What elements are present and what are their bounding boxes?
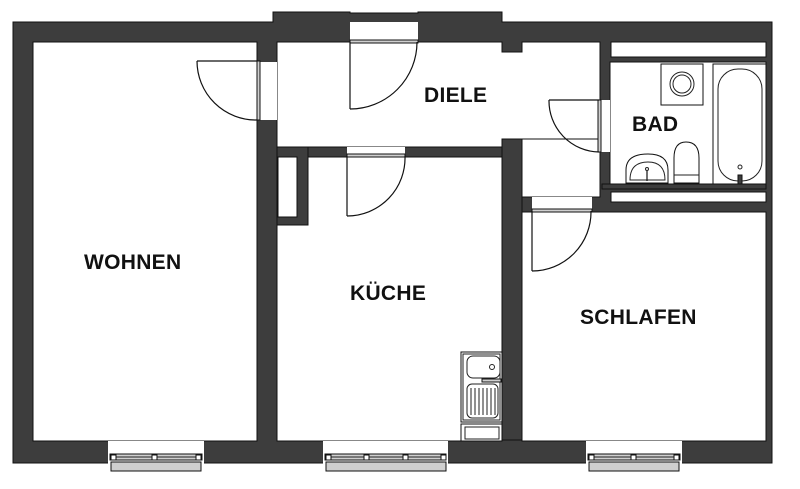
room-label-diele: DIELE <box>424 84 488 107</box>
diele-pier-right <box>501 138 523 441</box>
bad-shelf-line <box>601 183 767 190</box>
entrance-door-opening <box>350 22 418 42</box>
shaft-opening <box>277 156 298 218</box>
bad-upper-strip <box>610 41 767 58</box>
room-label-schlafen: SCHLAFEN <box>580 306 697 329</box>
wohnen-door-opening <box>257 62 277 120</box>
kueche-door-opening <box>347 147 405 157</box>
bathtub-icon <box>712 63 767 185</box>
room-wohnen <box>32 41 258 442</box>
washbasin-icon <box>625 153 669 184</box>
room-schlafen <box>521 211 767 442</box>
toilet-icon <box>673 141 700 184</box>
schlafen-window[interactable] <box>586 441 682 472</box>
kueche-window[interactable] <box>323 441 448 472</box>
room-label-wohnen: WOHNEN <box>84 251 182 274</box>
wohnen-window[interactable] <box>108 441 204 472</box>
wohnen-door[interactable] <box>196 60 261 121</box>
room-label-kueche: KÜCHE <box>350 282 427 305</box>
washing-machine-icon <box>660 63 704 106</box>
room-label-bad: BAD <box>632 113 679 136</box>
room-diele-passage <box>521 138 601 198</box>
bad-lower-strip <box>610 191 767 203</box>
kueche-door[interactable] <box>346 153 406 217</box>
entrance-door[interactable] <box>349 39 419 110</box>
schlafen-door[interactable] <box>531 208 593 272</box>
bad-door-opening <box>600 100 610 152</box>
kitchen-cabinet-icon <box>460 423 503 442</box>
kitchen-sink-icon <box>460 351 503 423</box>
bad-door[interactable] <box>548 99 602 153</box>
schlafen-door-opening <box>532 197 592 212</box>
